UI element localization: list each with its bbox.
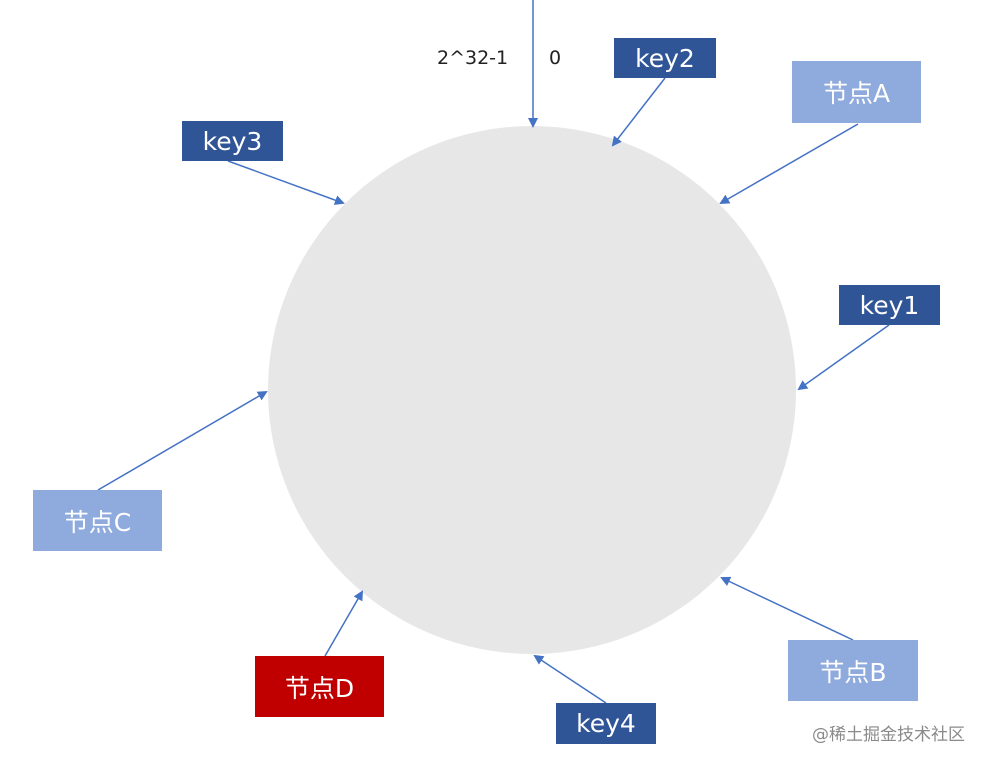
node-a-box: 节点A <box>792 61 921 123</box>
node-a-arrow <box>719 123 859 204</box>
node-d-box: 节点D <box>255 656 384 717</box>
node-c-arrow <box>97 390 268 491</box>
key2-arrow <box>611 77 666 147</box>
hash-ring <box>268 126 796 654</box>
ring-max-label: 2^32-1 <box>437 47 509 69</box>
key3-arrow <box>227 160 345 205</box>
node-c-box: 节点C <box>33 490 162 551</box>
watermark-text: @稀土掘金技术社区 <box>812 725 965 745</box>
key1-arrow <box>797 324 890 391</box>
node-b-box: 节点B <box>788 640 918 701</box>
key2-box: key2 <box>614 38 716 78</box>
ring-zero-label: 0 <box>549 47 562 69</box>
node-b-arrow <box>720 576 854 641</box>
key4-box: key4 <box>556 703 656 744</box>
key1-box: key1 <box>839 285 940 325</box>
node-d-arrow <box>324 590 364 657</box>
key4-arrow <box>533 654 607 704</box>
key3-box: key3 <box>182 121 283 161</box>
